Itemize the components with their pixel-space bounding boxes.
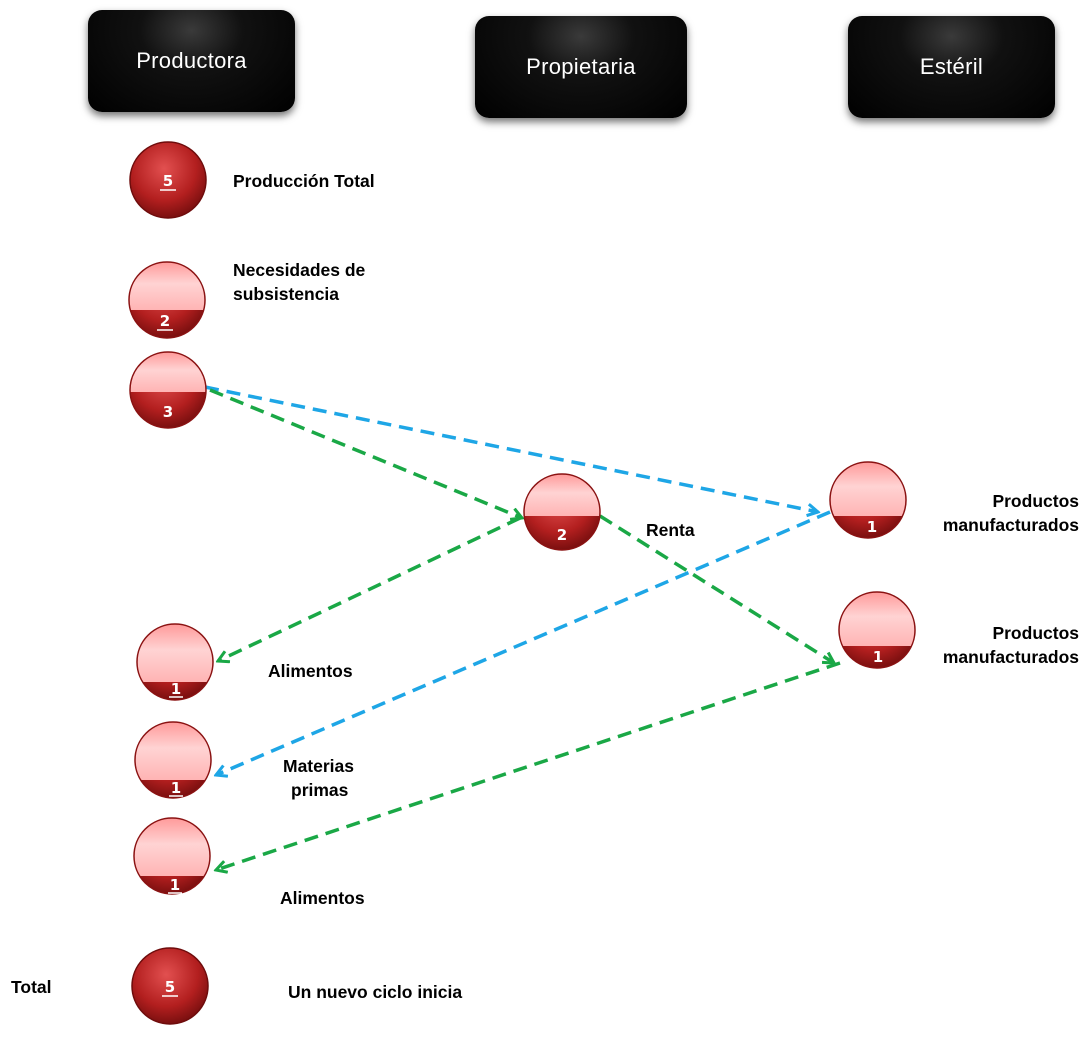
label-manufacturados-b-line1: Productos — [992, 623, 1079, 643]
label-manufacturados-b: Productos manufacturados — [943, 621, 1079, 669]
class-box-esteril: Estéril — [848, 16, 1055, 118]
label-materias-line1: Materias — [283, 756, 355, 776]
label-produccion-total: Producción Total — [233, 171, 375, 191]
node-productora-excedente: 3 — [129, 351, 207, 429]
node-materias-primas: 1 — [134, 721, 212, 799]
label-alimentos-b: Alimentos — [280, 888, 365, 908]
label-subsistencia: Necesidades de subsistencia — [233, 258, 365, 306]
arrow-excedente-to-esteril — [204, 385, 818, 512]
node-alimentos-a: 1 — [136, 623, 214, 701]
label-manufacturados-a: Productos manufacturados — [943, 489, 1079, 537]
class-box-productora: Productora — [88, 10, 295, 112]
label-manufacturados-a-line1: Productos — [992, 491, 1079, 511]
class-label-esteril: Estéril — [919, 54, 984, 79]
label-alimentos-a: Alimentos — [268, 661, 353, 681]
node-excedente-value: 3 — [163, 403, 173, 421]
label-renta: Renta — [646, 520, 695, 540]
node-produccion-total: 5 — [129, 141, 207, 219]
label-subsistencia-line2: subsistencia — [233, 284, 340, 304]
node-materias-primas-value: 1 — [171, 779, 181, 797]
node-manufacturados-b-value: 1 — [873, 648, 883, 666]
node-subsistencia: 2 — [128, 261, 206, 339]
node-total-value: 5 — [165, 978, 175, 996]
node-subsistencia-value: 2 — [160, 312, 170, 330]
node-manufacturados-b: 1 — [838, 591, 916, 669]
arrow-renta-to-alimentos — [218, 516, 521, 661]
class-box-propietaria: Propietaria — [475, 16, 687, 118]
class-label-propietaria: Propietaria — [526, 54, 636, 79]
node-total: 5 — [131, 947, 209, 1025]
arrow-renta-to-manufacturados — [599, 514, 834, 663]
arrow-excedente-to-renta — [209, 388, 522, 518]
node-alimentos-b: 1 — [133, 817, 211, 895]
class-label-productora: Productora — [136, 48, 247, 73]
node-alimentos-b-value: 1 — [170, 876, 180, 894]
label-nuevo-ciclo: Un nuevo ciclo inicia — [288, 982, 463, 1002]
label-total: Total — [11, 977, 52, 997]
node-manufacturados-a: 1 — [829, 461, 907, 539]
node-renta-value: 2 — [557, 526, 567, 544]
arrow-esteril-to-materias — [216, 510, 831, 775]
label-materias-primas: Materias primas — [283, 754, 354, 802]
node-produccion-total-value: 5 — [163, 172, 173, 190]
node-alimentos-a-value: 1 — [171, 680, 181, 698]
label-subsistencia-line1: Necesidades de — [233, 260, 366, 280]
node-renta: 2 — [523, 473, 601, 551]
label-manufacturados-a-line2: manufacturados — [942, 515, 1079, 535]
label-manufacturados-b-line2: manufacturados — [942, 647, 1079, 667]
node-manufacturados-a-value: 1 — [867, 518, 877, 536]
label-materias-line2: primas — [291, 780, 349, 800]
